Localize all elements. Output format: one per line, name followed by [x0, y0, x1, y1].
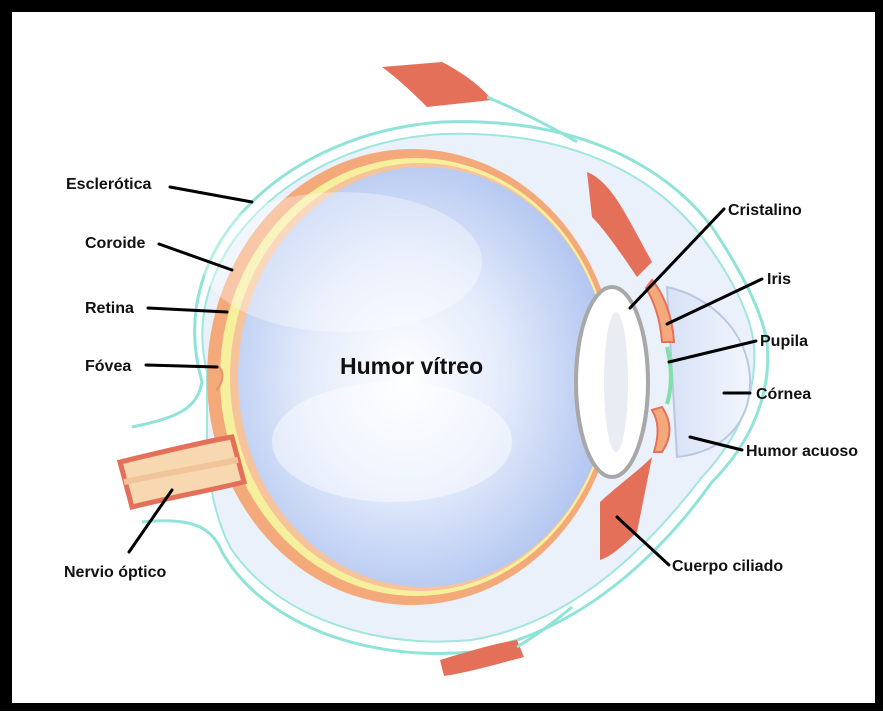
leader-esclerotica: [170, 187, 252, 202]
muscle-upper: [382, 62, 492, 107]
label-coroide: Coroide: [85, 235, 146, 252]
label-pupila: Pupila: [760, 333, 808, 350]
label-esclerotica: Esclerótica: [66, 176, 151, 193]
vitreous-highlight: [202, 192, 482, 332]
label-humor-acuoso: Humor acuoso: [746, 443, 858, 460]
label-iris: Iris: [767, 271, 791, 288]
vitreous-highlight-2: [272, 382, 512, 502]
leader-fovea: [146, 365, 217, 367]
label-cristalino: Cristalino: [728, 202, 802, 219]
label-retina: Retina: [85, 300, 134, 317]
eye-diagram: Esclerótica Coroide Retina Fóvea Nervio …: [12, 12, 883, 723]
muscle-lower: [440, 640, 524, 676]
lens-core: [604, 312, 628, 452]
label-cuerpo-ciliado: Cuerpo ciliado: [672, 558, 783, 575]
label-cornea: Córnea: [756, 386, 811, 403]
label-fovea: Fóvea: [85, 358, 131, 375]
label-nervio-optico: Nervio óptico: [64, 564, 166, 581]
label-humor-vitreo: Humor vítreo: [340, 353, 483, 379]
